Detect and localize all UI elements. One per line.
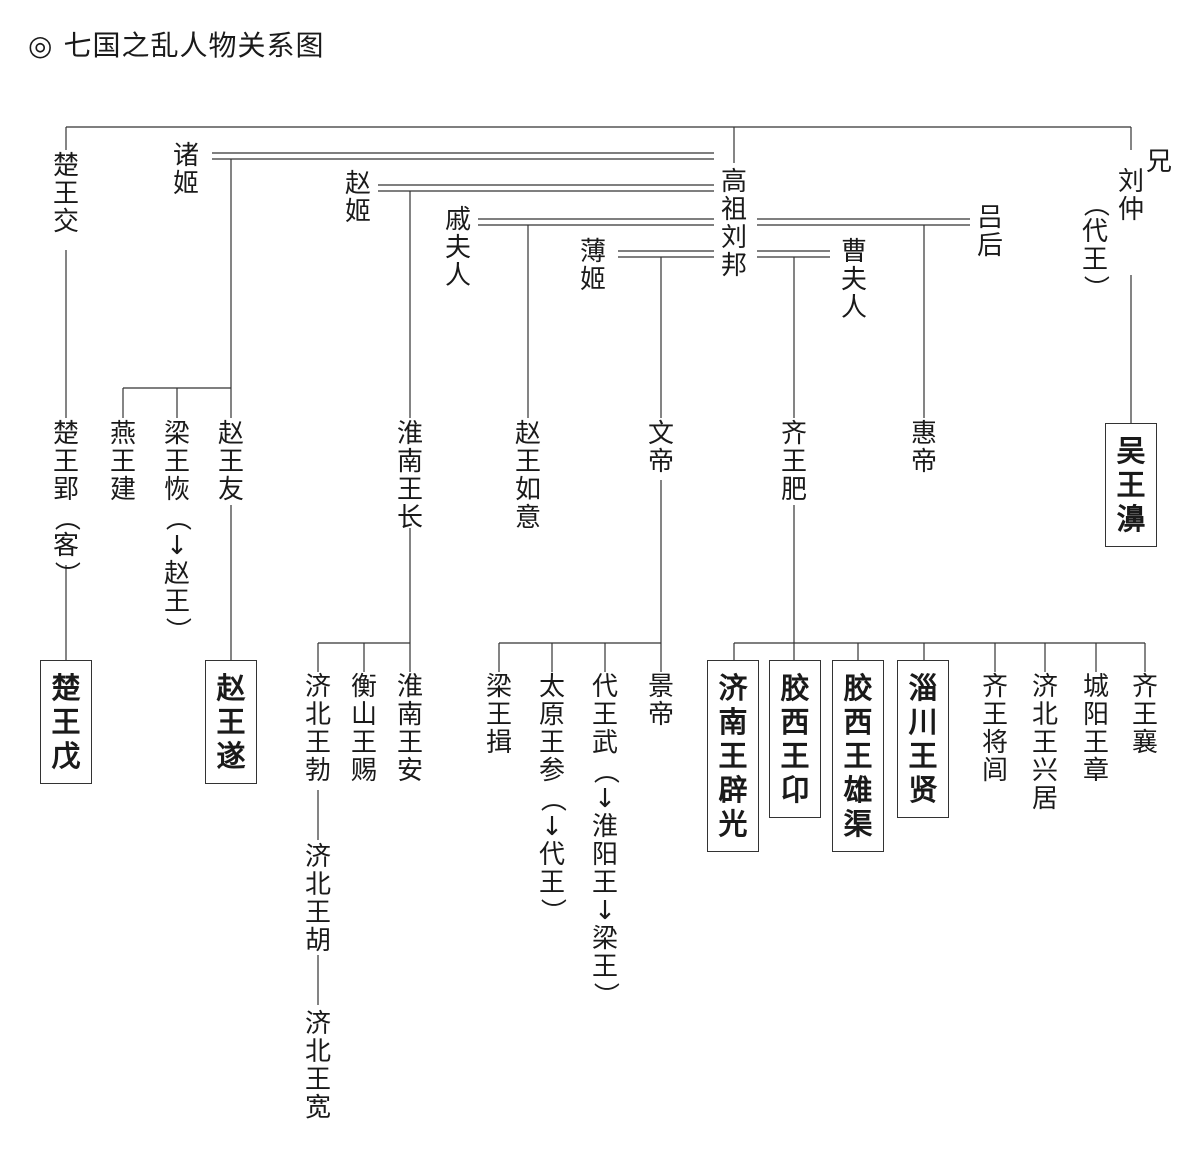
zhao-wang-ruyi: 赵王如意	[514, 419, 541, 533]
title-text: 七国之乱人物关系图	[63, 29, 325, 62]
jibei-wang-xingju: 济北王兴居	[1031, 672, 1058, 814]
qi-wang-jianglv: 齐王将闾	[981, 672, 1008, 786]
qi-furen: 戚夫人	[444, 205, 471, 291]
zhao-wang-sui: 赵王遂	[205, 660, 257, 784]
taiyuan-wang-can: 太原王参（↓代王）	[537, 672, 567, 924]
liang-wang-hui: 梁王恢（↓赵王）	[162, 419, 192, 643]
huainan-wang-an: 淮南王安	[396, 672, 423, 786]
liang-wang-yi: 梁王揖	[485, 672, 512, 758]
zhao-ji: 赵姬	[344, 169, 371, 227]
qi-wang-xiang: 齐王襄	[1131, 672, 1158, 758]
jibei-wang-hu: 济北王胡	[304, 842, 331, 956]
dai-wang-note: （代王）	[1080, 190, 1110, 301]
jibei-wang-kuan: 济北王宽	[304, 1009, 331, 1123]
jiaoxi-wang-ang: 胶西王卬	[769, 660, 821, 818]
huidi: 惠帝	[910, 419, 937, 477]
jibei-wang-bo: 济北王勃	[304, 672, 331, 786]
wendi: 文帝	[647, 419, 674, 477]
jiaodong-wang-xiongqu: 胶西王雄渠	[832, 660, 884, 852]
wu-wang-bi: 吴王濞	[1105, 423, 1157, 547]
liu-zhong: 刘仲	[1117, 167, 1144, 225]
zhu-ji: 诸姬	[172, 141, 199, 199]
chu-wang-jiao: 楚王交	[52, 151, 79, 237]
lv-hou: 吕后	[976, 203, 1003, 261]
huainan-wang-chang: 淮南王长	[396, 419, 423, 533]
cao-furen: 曹夫人	[840, 237, 867, 323]
jingdi: 景帝	[647, 672, 674, 730]
chu-wang-ying: 楚王郢（客）	[51, 419, 81, 587]
page-title: ◎ 七国之乱人物关系图	[28, 24, 324, 64]
chengyang-wang-zhang: 城阳王章	[1082, 672, 1109, 786]
hengshan-wang-ci: 衡山王赐	[350, 672, 377, 786]
title-mark-icon: ◎	[28, 29, 54, 62]
dai-wang-wu: 代王武（↓淮阳王↓梁王）	[590, 672, 620, 1008]
qi-wang-fei: 齐王肥	[780, 419, 807, 505]
bo-ji: 薄姬	[579, 237, 606, 295]
xiong-label: 兄	[1145, 147, 1172, 177]
zhao-wang-you: 赵王友	[217, 419, 244, 505]
gaozu-liu-bang: 高祖刘邦	[720, 167, 747, 281]
zichuan-wang-xian: 淄川王贤	[897, 660, 949, 818]
jinan-wang-piguang: 济南王辟光	[707, 660, 759, 852]
yan-wang-jian: 燕王建	[109, 419, 136, 505]
chu-wang-wu: 楚王戊	[40, 660, 92, 784]
